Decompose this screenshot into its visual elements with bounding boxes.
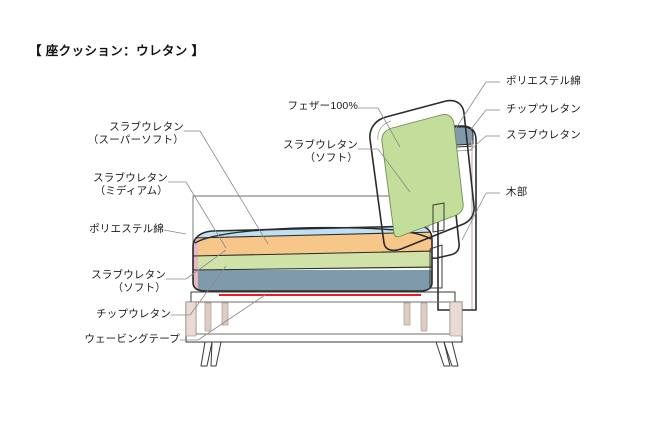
label-slab-urethane-right-line1: スラブウレタン [506,129,581,141]
label-slab-super-soft-line2: （スーパーソフト） [87,134,184,146]
label-slab-soft: スラブウレタン （ソフト） [2,269,166,295]
label-polyester-cotton-right-line1: ポリエステル綿 [506,75,581,87]
label-chip-urethane-line1: チップウレタン [96,308,171,320]
label-chip-urethane-right-line1: チップウレタン [506,103,581,115]
leader-polyester-cotton [163,229,187,235]
label-polyester-cotton: ポリエステル綿 [2,223,164,236]
layer-chip-edge [193,236,198,291]
label-feather-100: フェザー100% [200,100,358,113]
wood-base-frame [185,291,463,343]
leader-slab-soft [185,249,227,280]
frame-slat [204,302,212,332]
layer-slab-super-soft [193,232,432,256]
leg-back-left [200,341,213,367]
label-chip-urethane: チップウレタン [2,308,171,321]
leg-front-left [210,341,222,367]
backrest-connector [429,202,445,289]
leader-slab-soft-back [377,148,411,193]
label-wood-part: 木部 [506,186,648,199]
label-webbing-tape: ウェービングテープ [2,333,180,346]
frame-slat [221,302,229,326]
leader-wood [461,192,487,241]
label-slab-soft-line2: （ソフト） [112,282,166,294]
label-slab-medium-line2: （ミディアム） [94,185,168,197]
frame-slat [420,302,428,332]
label-slab-soft-back-line1: スラブウレタン [283,139,358,151]
leader-feather [377,107,401,148]
label-slab-soft-back-line2: （ソフト） [304,152,358,164]
label-chip-urethane-right: チップウレタン [506,103,648,116]
label-slab-soft-line1: スラブウレタン [91,269,166,281]
leader-slab-medium [185,181,227,249]
label-slab-medium-line1: スラブウレタン [93,172,168,184]
leader-webbing [197,294,266,341]
back-cushion-core [381,114,464,238]
frame-slat [403,302,411,326]
leader-polyester-right [455,81,487,129]
label-webbing-tape-line1: ウェービングテープ [84,333,180,345]
label-slab-medium: スラブウレタン （ミディアム） [2,172,168,198]
page-title: 【 座クッション：ウレタン 】 [29,44,205,58]
seat-top-curve [194,226,432,244]
leader-chip-right [467,109,487,134]
leader-chip [189,265,227,316]
back-cushion [369,99,475,252]
leader-lines [163,81,500,341]
label-slab-soft-back: スラブウレタン （ソフト） [200,139,358,165]
label-slab-super-soft: スラブウレタン （スーパーソフト） [18,121,184,147]
leg-back-right [443,341,459,367]
label-wood-part-line1: 木部 [506,186,528,198]
layer-slab-medium [193,252,432,270]
leader-slab-right [469,135,487,151]
leg-front-right [435,341,451,367]
label-polyester-cotton-line1: ポリエステル綿 [89,223,164,235]
sofa-legs [200,341,459,367]
label-slab-urethane-right: スラブウレタン [506,129,648,142]
label-slab-super-soft-line1: スラブウレタン [109,121,184,133]
label-feather-100-line1: フェザー100% [287,100,358,112]
layer-slab-soft [193,270,432,291]
label-polyester-cotton-right: ポリエステル綿 [506,75,648,88]
leader-slab-super-soft [199,130,269,245]
